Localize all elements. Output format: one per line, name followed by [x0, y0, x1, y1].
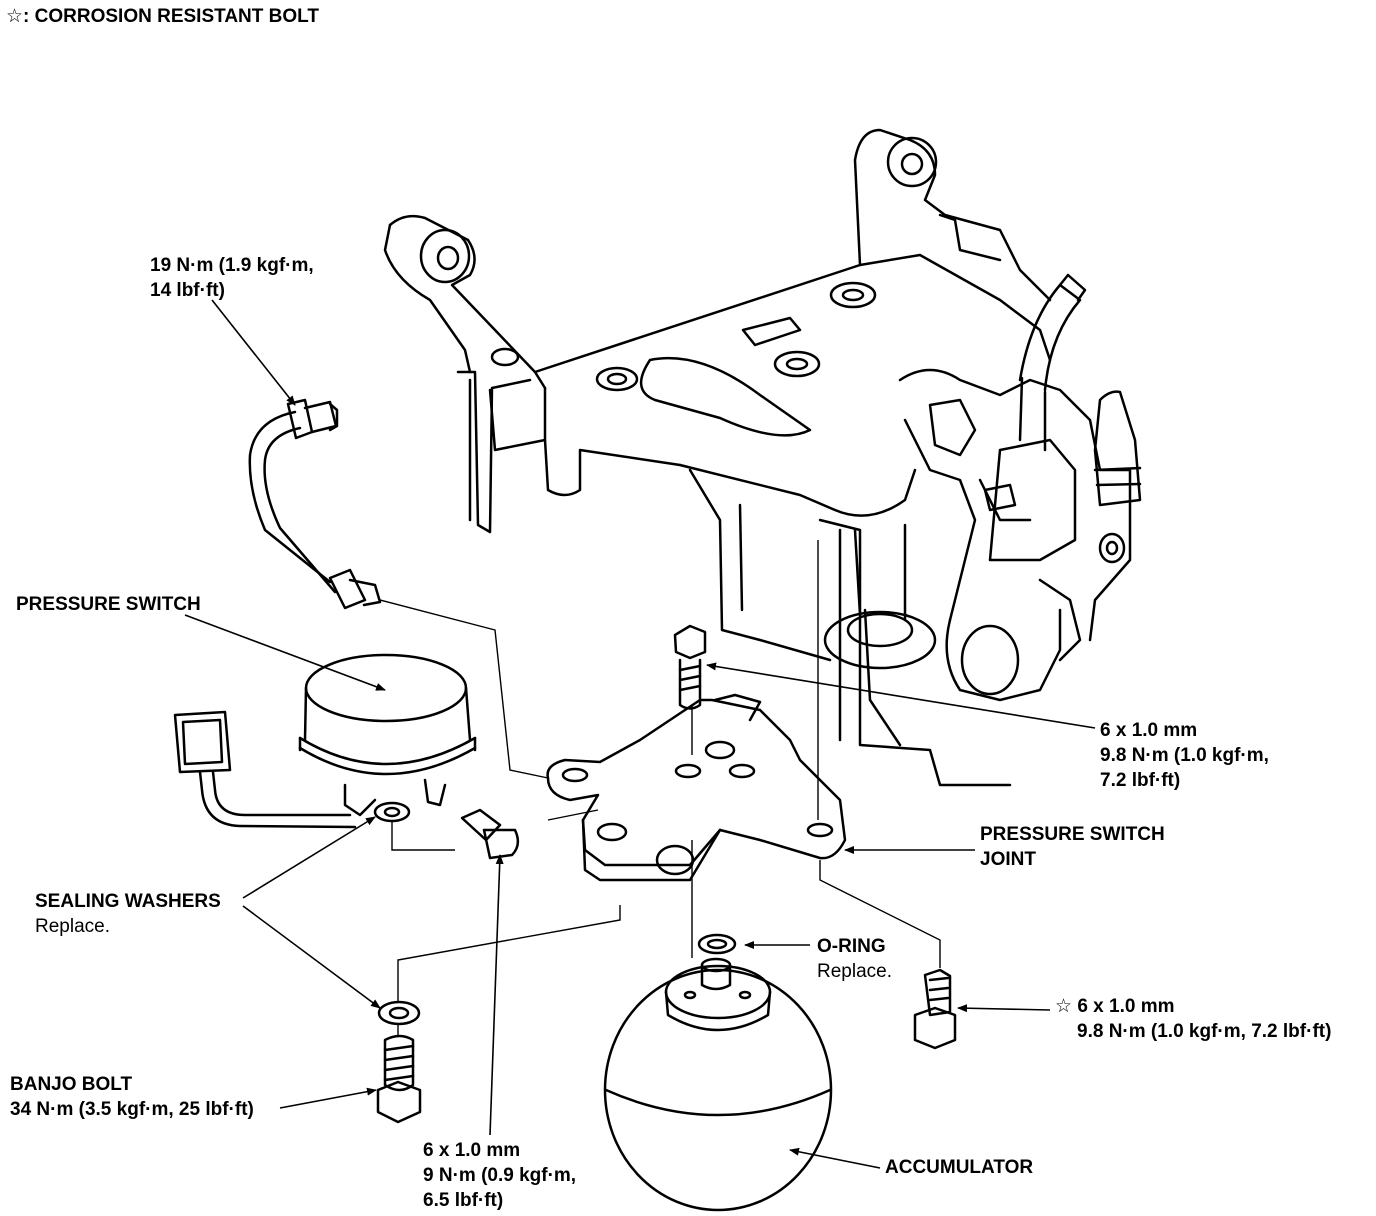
bolt-upper-torque-lbf: 7.2 lbf·ft): [1100, 770, 1181, 791]
banjo-bolt: [376, 1034, 422, 1124]
brake-pipe: [248, 398, 382, 610]
corrosion-resistant-bolt: [913, 968, 957, 1050]
pressure-switch-joint-line2: JOINT: [980, 849, 1036, 870]
bolt-corrosion-size: 6 x 1.0 mm: [1077, 996, 1175, 1017]
pipe-torque-line1: 19 N·m (1.9 kgf·m,: [150, 255, 314, 276]
bolt-lower-size: 6 x 1.0 mm: [423, 1140, 521, 1161]
pressure-switch-joint: [546, 693, 847, 882]
bolt-corrosion-callout: ☆ 6 x 1.0 mm 9.8 N·m (1.0 kgf·m, 7.2 lbf…: [1055, 994, 1331, 1044]
joint-mount-bolt: [673, 624, 707, 710]
o-ring: [697, 933, 737, 955]
o-ring-callout: O-RING Replace.: [817, 934, 892, 984]
pressure-switch: [173, 653, 477, 829]
accumulator: [603, 957, 833, 1212]
pressure-switch-label: PRESSURE SWITCH: [16, 594, 201, 615]
star-icon: ☆: [1055, 996, 1073, 1017]
pipe-torque-line2: 14 lbf·ft): [150, 280, 225, 301]
sealing-washer-lower: [377, 1000, 421, 1026]
sealing-washer-upper: [373, 801, 411, 823]
legend: ☆: CORROSION RESISTANT BOLT: [6, 4, 319, 29]
bolt-lower-callout: 6 x 1.0 mm 9 N·m (0.9 kgf·m, 6.5 lbf·ft): [423, 1138, 576, 1213]
banjo-bolt-torque: 34 N·m (3.5 kgf·m, 25 lbf·ft): [10, 1099, 254, 1120]
sealing-washers-label: SEALING WASHERS: [35, 891, 221, 912]
legend-text: : CORROSION RESISTANT BOLT: [23, 6, 319, 27]
bolt-upper-size: 6 x 1.0 mm: [1100, 720, 1198, 741]
accumulator-label: ACCUMULATOR: [885, 1157, 1034, 1178]
subframe-bracket: [383, 128, 1142, 787]
star-icon: ☆: [6, 6, 24, 27]
pressure-switch-joint-callout: PRESSURE SWITCH JOINT: [980, 822, 1165, 872]
bolt-upper-callout: 6 x 1.0 mm 9.8 N·m (1.0 kgf·m, 7.2 lbf·f…: [1100, 718, 1269, 793]
o-ring-label: O-RING: [817, 936, 886, 957]
banjo-bolt-callout: BANJO BOLT 34 N·m (3.5 kgf·m, 25 lbf·ft): [10, 1072, 254, 1122]
sealing-washers-note: Replace.: [35, 916, 110, 937]
pressure-switch-joint-line1: PRESSURE SWITCH: [980, 824, 1165, 845]
bolt-upper-torque: 9.8 N·m (1.0 kgf·m,: [1100, 745, 1269, 766]
pressure-switch-callout: PRESSURE SWITCH: [16, 592, 201, 617]
bolt-lower-torque: 9 N·m (0.9 kgf·m,: [423, 1165, 577, 1186]
banjo-fitting: [460, 808, 520, 860]
banjo-bolt-label: BANJO BOLT: [10, 1074, 133, 1095]
sealing-washers-callout: SEALING WASHERS Replace.: [35, 889, 221, 939]
accumulator-callout: ACCUMULATOR: [885, 1155, 1033, 1180]
bolt-lower-torque-lbf: 6.5 lbf·ft): [423, 1190, 504, 1211]
o-ring-note: Replace.: [817, 961, 892, 982]
pipe-torque-callout: 19 N·m (1.9 kgf·m, 14 lbf·ft): [150, 253, 314, 303]
bolt-corrosion-torque: 9.8 N·m (1.0 kgf·m, 7.2 lbf·ft): [1077, 1021, 1332, 1042]
